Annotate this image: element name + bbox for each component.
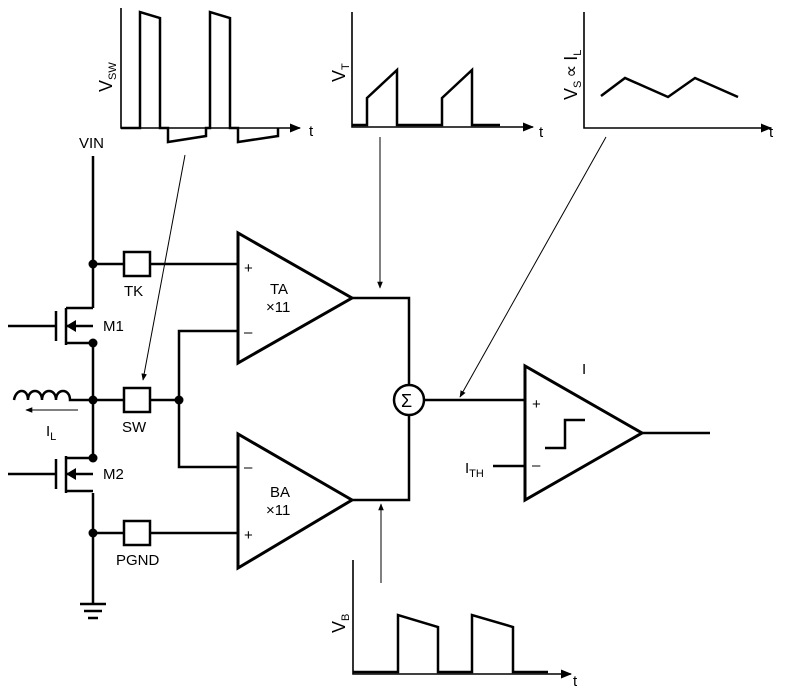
vt-t-label: t <box>539 124 544 141</box>
arrow-vs-to-comparator <box>459 136 607 398</box>
summer-symbol: Σ <box>401 391 412 411</box>
m1-transistor <box>8 306 93 345</box>
node-m2-drain <box>88 453 98 463</box>
comparator-plus: + <box>532 396 541 413</box>
vs-axes <box>583 12 773 133</box>
pgnd-label: PGND <box>116 552 160 569</box>
ta-output <box>352 296 411 385</box>
node-m1-source <box>88 338 98 348</box>
ba-plus: + <box>244 527 253 544</box>
tk-pin <box>122 250 152 278</box>
vb-waveform: VB t <box>329 560 578 690</box>
vb-label: VB <box>329 614 352 633</box>
m1-label: M1 <box>103 318 124 335</box>
ba-name: BA <box>270 484 290 501</box>
vt-waveform: VT t <box>329 12 544 141</box>
comparator: + – I ITH <box>465 361 710 503</box>
vin-label: VIN <box>79 135 104 152</box>
ta-gain: ×11 <box>266 299 290 316</box>
vs-label: VS∝IL <box>561 50 584 100</box>
inductor <box>12 389 93 402</box>
power-stage: VIN M1 M2 IL <box>8 135 184 620</box>
sw-label: SW <box>122 419 147 436</box>
hysteresis-icon <box>545 418 585 450</box>
tk-label: TK <box>124 283 143 300</box>
il-label: IL <box>46 423 56 443</box>
vb-axes <box>352 560 573 679</box>
ith-label: ITH <box>465 460 484 480</box>
ba-output <box>352 416 411 502</box>
summer: Σ <box>392 383 525 417</box>
vt-axes <box>351 12 535 132</box>
sw-to-ba-minus <box>177 400 238 469</box>
vt-trace <box>352 67 500 127</box>
comparator-minus: – <box>532 457 541 474</box>
vs-t-label: t <box>769 124 774 141</box>
vb-trace <box>353 613 548 674</box>
vsw-trace <box>121 10 280 144</box>
m2-label: M2 <box>103 466 124 483</box>
ba-gain: ×11 <box>266 502 290 519</box>
ground-icon <box>80 602 106 620</box>
vs-waveform: VS∝IL t <box>561 12 774 141</box>
vt-label: VT <box>329 63 352 82</box>
comparator-name: I <box>582 361 586 378</box>
ta-plus: + <box>244 260 253 277</box>
vsw-label: VSW <box>96 62 119 92</box>
sw-pin <box>122 386 152 414</box>
arrow-vsw-to-sw <box>141 154 186 381</box>
ta-name: TA <box>270 281 288 298</box>
ta-amplifier: + – TA ×11 <box>236 230 411 385</box>
sw-to-ta-minus <box>177 329 238 400</box>
ba-minus: – <box>244 459 253 476</box>
vb-t-label: t <box>573 673 578 690</box>
pgnd-pin <box>122 519 152 547</box>
vsw-t-label: t <box>309 123 314 140</box>
ta-minus: – <box>244 324 253 341</box>
pins: TK SW PGND <box>93 250 238 569</box>
ba-amplifier: – + BA ×11 <box>236 416 411 571</box>
vsw-waveform: VSW t <box>96 8 314 144</box>
vs-trace <box>600 76 739 99</box>
m2-transistor <box>8 456 93 493</box>
pointer-arrows <box>141 136 607 583</box>
